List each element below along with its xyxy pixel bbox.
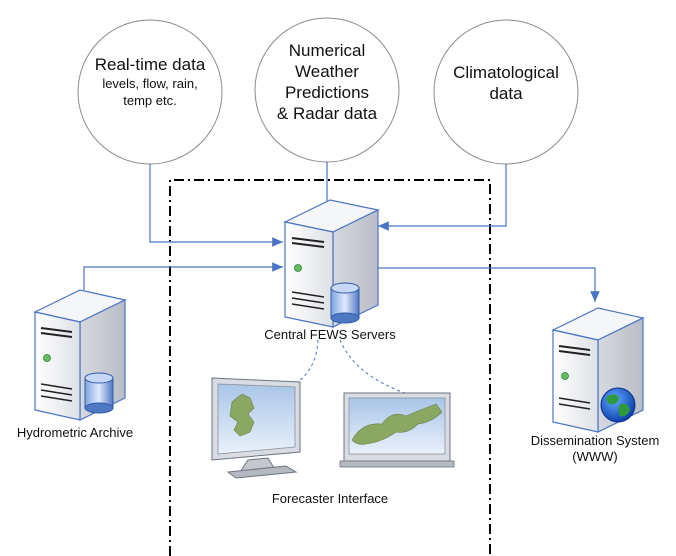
realtime-title: Real-time data <box>94 55 206 74</box>
link-central-to-monitor-right <box>339 339 406 394</box>
archive-label: Hydrometric Archive <box>16 425 134 440</box>
clim-line-1: Climatological <box>453 63 559 82</box>
arrow-central-to-dissemination <box>378 267 600 302</box>
arrow-realtime-to-central <box>149 164 283 247</box>
nwp-line-2: Weather <box>295 62 359 81</box>
central-servers-label: Central FEWS Servers <box>264 327 396 342</box>
nwp-line-1: Numerical <box>288 41 366 60</box>
arrow-archive-to-central <box>83 262 283 290</box>
globe-icon <box>600 387 636 423</box>
realtime-line-1: levels, flow, rain, <box>102 76 198 91</box>
realtime-data-label: Real-time data levels, flow, rain, temp … <box>80 54 220 109</box>
forecaster-interface-label: Forecaster Interface <box>271 491 389 506</box>
arrow-clim-to-central <box>378 164 507 231</box>
realtime-line-2: temp etc. <box>123 93 177 108</box>
nwp-line-4: & Radar data <box>276 104 378 123</box>
monitor-left-icon <box>211 377 301 479</box>
dissemination-label-line-1: Dissemination System <box>530 433 660 448</box>
link-central-to-monitor-left <box>277 339 319 393</box>
archive-database-icon <box>84 372 114 414</box>
monitor-right-icon <box>339 392 455 468</box>
central-database-icon <box>330 282 360 324</box>
clim-line-2: data <box>489 84 523 103</box>
climatological-label: Climatological data <box>436 62 576 104</box>
nwp-line-3: Predictions <box>284 83 370 102</box>
dissemination-label-line-2: (WWW) <box>572 449 618 464</box>
nwp-radar-label: Numerical Weather Predictions & Radar da… <box>257 40 397 124</box>
system-boundary <box>169 179 491 556</box>
